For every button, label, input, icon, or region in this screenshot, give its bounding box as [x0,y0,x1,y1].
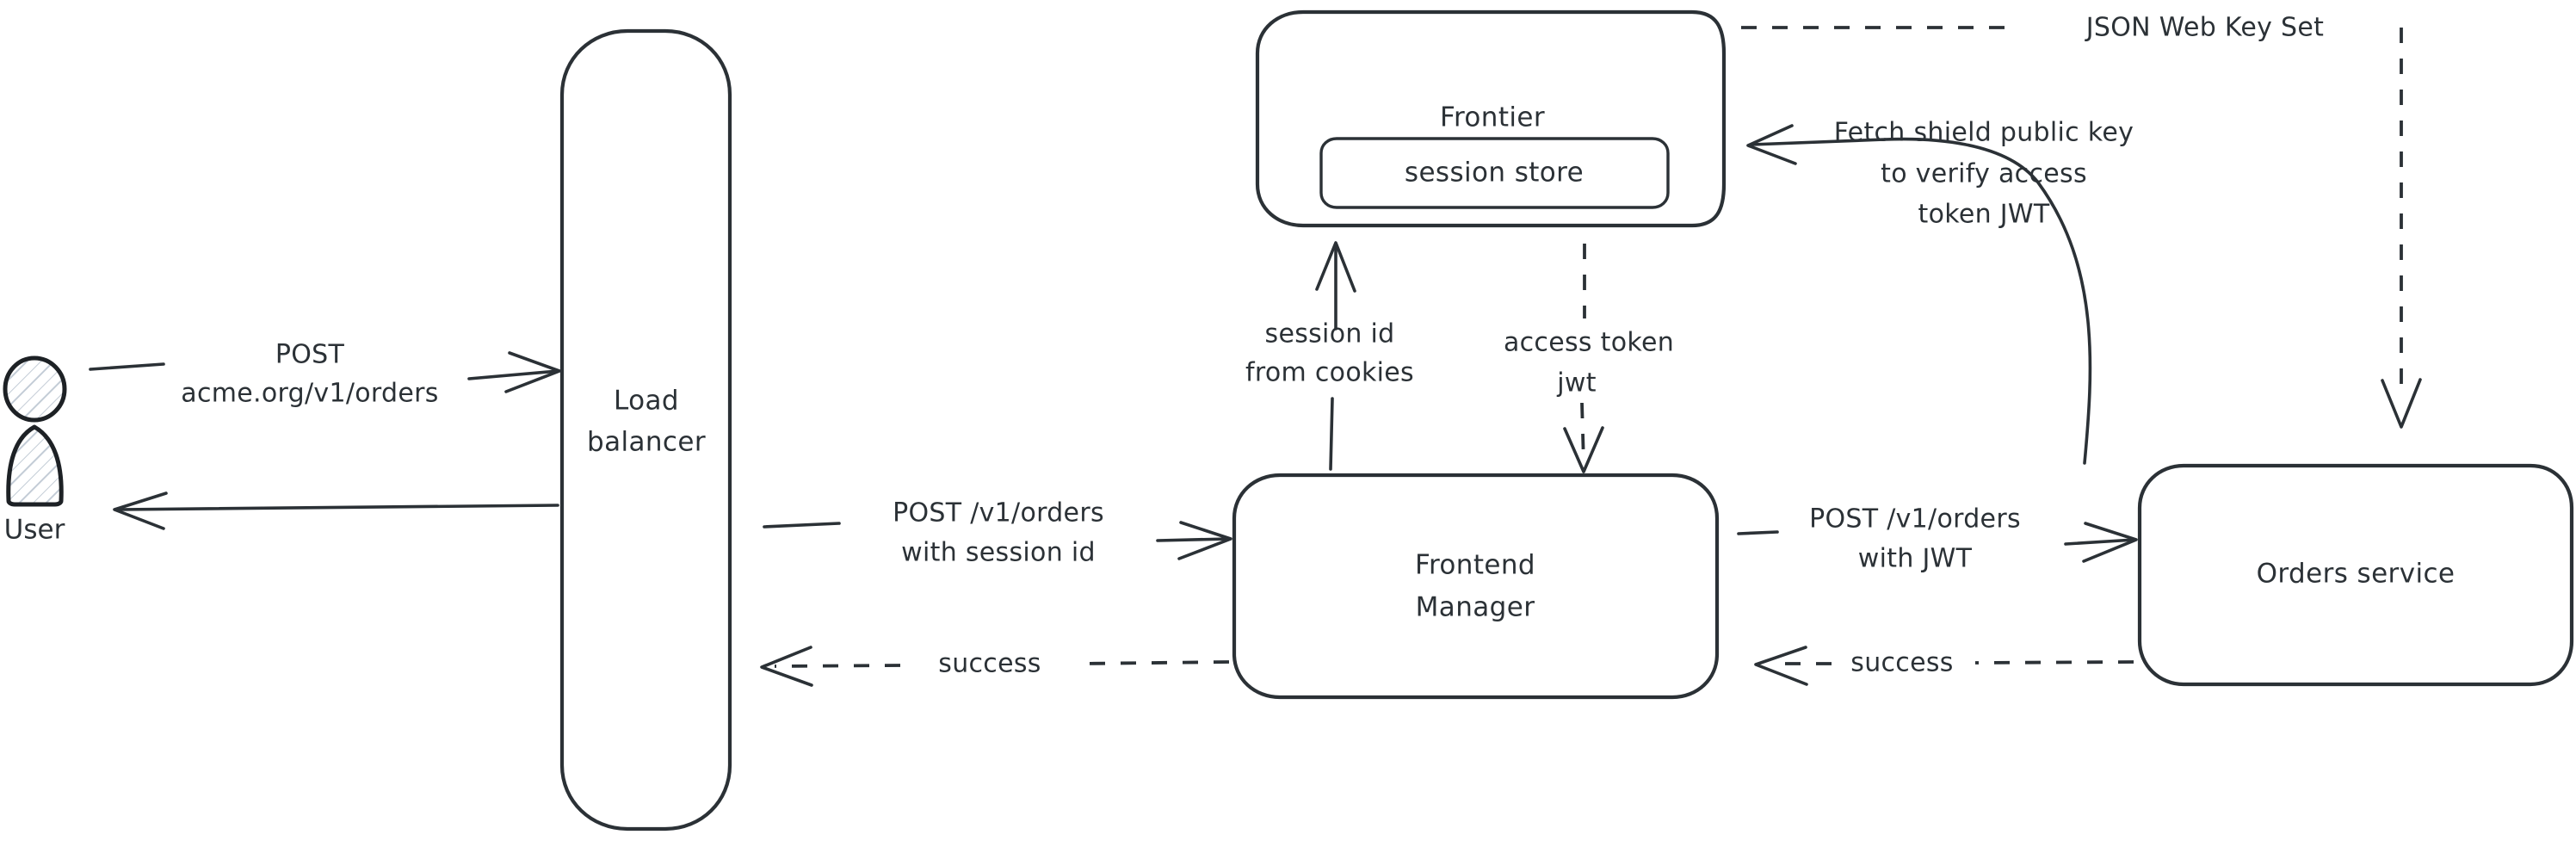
edge-user-to-load-balancer[interactable]: POST acme.org/v1/orders [89,340,561,409]
orders-service-label: Orders service [2257,559,2456,590]
frontend-manager-label-line1: Frontend [1415,550,1535,581]
session-store-label: session store [1405,158,1584,189]
edge-frontier-to-orders-label: JSON Web Key Set [2085,13,2324,43]
edge-frontend-manager-to-load-balancer[interactable]: success [760,646,1230,687]
edge-orders-to-frontier-label-line2: to verify access [1881,159,2087,189]
edge-fm-to-frontier-label-line2: from cookies [1245,358,1414,388]
edge-orders-to-frontier-label-line3: token JWT [1918,200,2050,230]
node-session-store[interactable]: session store [1319,137,1670,209]
edge-fm-to-orders-label-line1: POST /v1/orders [1809,504,2021,535]
edge-fm-to-orders-label-line2: with JWT [1858,544,1973,574]
edge-frontier-to-fm-label-line2: jwt [1556,368,1597,399]
edge-frontier-to-frontend-manager[interactable]: access token jwt [1504,244,1674,473]
edge-fm-to-frontier-label-line1: session id [1265,319,1395,349]
edge-frontend-manager-to-frontier[interactable]: session id from cookies [1245,241,1414,471]
edge-fm-to-lb-label: success [938,649,1041,679]
edge-orders-service-to-frontier[interactable]: Fetch shield public key to verify access… [1746,118,2134,465]
node-frontend-manager[interactable]: Frontend Manager [1232,473,1720,700]
person-icon [3,355,67,507]
load-balancer-label-line1: Load [614,386,679,417]
edge-lb-to-fm-label-line2: with session id [901,538,1096,568]
node-load-balancer[interactable]: Load balancer [559,28,732,832]
node-orders-service[interactable]: Orders service [2137,463,2574,687]
load-balancer-label-line2: balancer [587,427,706,458]
frontier-label: Frontier [1440,102,1545,133]
edge-orders-to-fm-label: success [1850,648,1953,678]
edge-frontend-manager-to-orders-service[interactable]: POST /v1/orders with JWT [1737,504,2138,574]
edge-load-balancer-to-frontend-manager[interactable]: POST /v1/orders with session id [763,498,1232,568]
node-frontier[interactable]: Frontier session store [1255,9,1727,228]
edge-user-to-lb-label-line1: POST [275,340,345,370]
frontend-manager-label-line2: Manager [1416,592,1535,623]
user-label: User [4,515,65,546]
edge-frontier-to-orders-service[interactable]: JSON Web Key Set [1741,13,2422,429]
node-user[interactable]: User [3,355,67,546]
edge-frontier-to-fm-label-line1: access token [1504,328,1674,358]
edge-user-to-lb-label-line2: acme.org/v1/orders [181,379,438,409]
edge-load-balancer-to-user[interactable] [113,492,559,530]
edge-lb-to-fm-label-line1: POST /v1/orders [893,498,1104,529]
edge-orders-service-to-frontend-manager[interactable]: success [1754,646,2134,686]
edge-orders-to-frontier-label-line1: Fetch shield public key [1834,118,2134,148]
